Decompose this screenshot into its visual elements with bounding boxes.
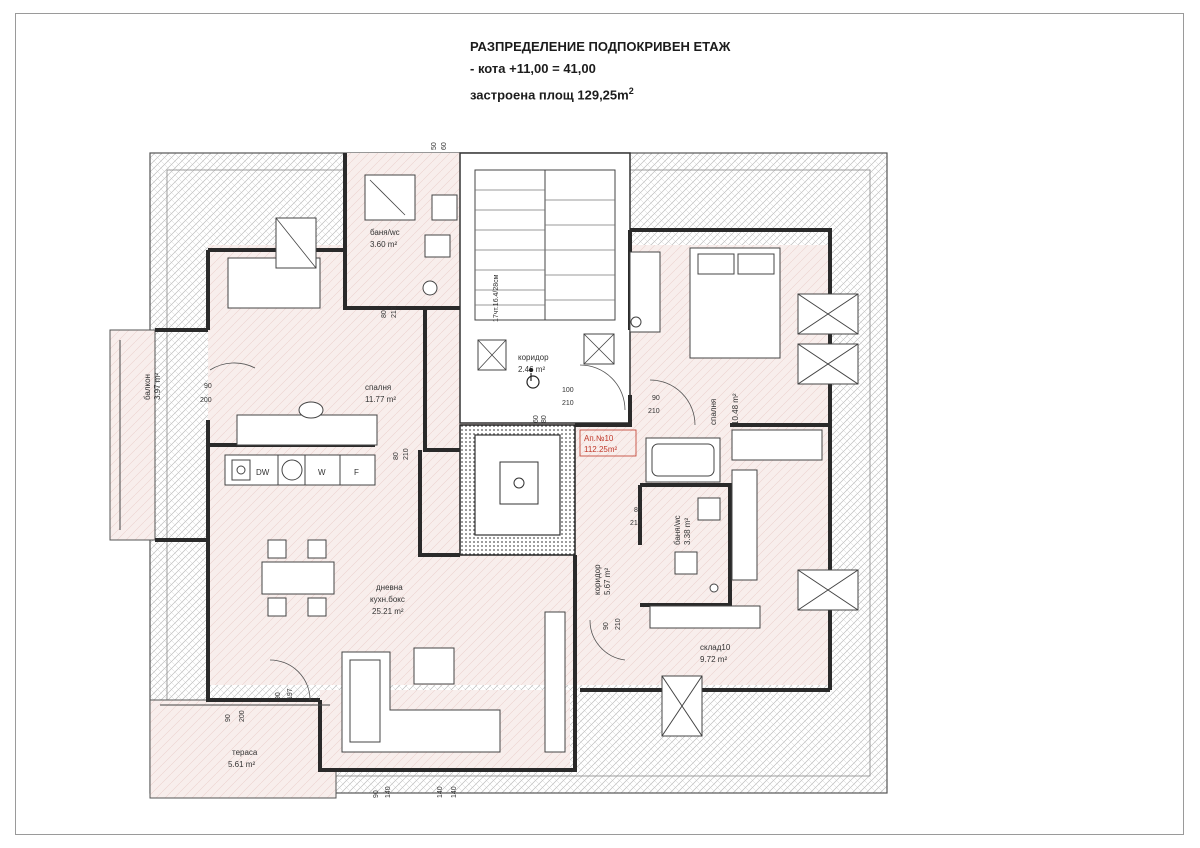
dim-corr-c: 60 xyxy=(533,415,540,423)
bedroom1-area: 11.77 m² xyxy=(365,395,396,404)
staircase-core xyxy=(459,152,631,424)
stair-label: 17чт.16.4/28см xyxy=(493,274,500,322)
dim-terr-a: 90 xyxy=(275,692,282,700)
dim-bath2-b: 210 xyxy=(630,520,642,527)
apartment-tag-box xyxy=(579,429,637,457)
bathroom1-name: баня/wc xyxy=(370,228,400,237)
sofa xyxy=(341,611,566,753)
dim-terr-c: 90 xyxy=(225,714,232,722)
roof-windows-right xyxy=(661,293,859,737)
title-line-3: застроена площ 129,25m2 xyxy=(470,86,634,103)
balcony-area: 3.97 m² xyxy=(153,373,162,400)
bathroom1-area: 3.60 m² xyxy=(370,240,397,249)
dim-corr-d: 80 xyxy=(541,415,548,423)
dim-corr2-a: 90 xyxy=(603,622,610,630)
corridor2-name: коридор xyxy=(593,564,602,595)
dim-bot-c: 140 xyxy=(437,786,444,798)
corridor2-area: 5.67 m² xyxy=(603,568,612,595)
bedroom2-area: 10.48 m² xyxy=(731,393,740,425)
dim-corr2-b: 210 xyxy=(615,618,622,630)
balcony-name: балкон xyxy=(143,374,152,400)
title-line-2: - кота +11,00 = 41,00 xyxy=(470,61,596,76)
wheelchair-icon xyxy=(526,367,540,389)
dim-balcony-a: 90 xyxy=(204,383,212,390)
dim-terr-d: 200 xyxy=(239,710,246,722)
appliance-dw: DW xyxy=(256,468,270,477)
appliance-f: F xyxy=(354,468,359,477)
storage-area: 9.72 m² xyxy=(700,655,727,664)
title-line-1: РАЗПРЕДЕЛЕНИЕ ПОДПОКРИВЕН ЕТАЖ xyxy=(470,39,731,54)
double-bed xyxy=(629,247,781,359)
dim-balcony-b: 200 xyxy=(200,397,212,404)
elevator-shaft xyxy=(459,424,576,556)
bathroom2-area: 3.38 m² xyxy=(683,518,692,545)
living-area: 25.21 m² xyxy=(372,607,404,616)
dim-corr-a: 100 xyxy=(562,387,574,394)
dim-bath1-a: 80 xyxy=(381,310,388,318)
dim-bed2-a: 90 xyxy=(652,395,660,402)
bedroom2-name: спалня xyxy=(709,399,718,425)
corridor1-name: коридор xyxy=(518,353,549,362)
dim-top-b: 60 xyxy=(441,142,448,150)
dim-bot-d: 140 xyxy=(451,786,458,798)
living-name: дневна xyxy=(376,583,403,592)
bathtub xyxy=(645,437,721,593)
appliance-w: W xyxy=(318,468,326,477)
bathroom1-fixtures xyxy=(364,174,458,296)
living-name2: кухн.бокс xyxy=(370,595,405,604)
dim-bed2-b: 210 xyxy=(648,408,660,415)
door-swings xyxy=(209,362,696,701)
dim-bot-b: 140 xyxy=(385,786,392,798)
dim-top-a: 50 xyxy=(431,142,438,150)
terrace-area: 5.61 m² xyxy=(228,760,255,769)
dim-bath1-b: 210 xyxy=(391,306,398,318)
balcony-rail xyxy=(119,340,330,706)
dimension-labels: 50 60 80 210 90 200 80 210 100 210 60 80… xyxy=(200,142,660,798)
bathroom2-name: баня/wc xyxy=(673,515,682,545)
drawing-title: РАЗПРЕДЕЛЕНИЕ ПОДПОКРИВЕН ЕТАЖ - кота +1… xyxy=(470,36,730,106)
apartment-name: Ап.№10 xyxy=(584,434,614,443)
wardrobes-right xyxy=(649,429,823,629)
dining-table xyxy=(261,539,335,617)
dim-bed1-a: 80 xyxy=(393,452,400,460)
wardrobe-bedroom1 xyxy=(227,217,321,309)
bedroom1-name: спалня xyxy=(365,383,391,392)
storage-name: склад10 xyxy=(700,643,731,652)
room-labels: баня/wc 3.60 m² спалня 11.77 m² балкон 3… xyxy=(143,228,740,769)
dim-bot-a: 90 xyxy=(373,790,380,798)
dim-terr-b: 197 xyxy=(287,688,294,700)
dim-corr-b: 210 xyxy=(562,400,574,407)
kitchen-counter xyxy=(224,401,378,486)
terrace-name: тераса xyxy=(232,748,258,757)
apartment-area: 112.25m² xyxy=(584,445,618,454)
dim-bed1-b: 210 xyxy=(403,448,410,460)
dim-bath2-a: 80 xyxy=(634,507,642,514)
drawing-sheet-border xyxy=(15,13,1184,835)
